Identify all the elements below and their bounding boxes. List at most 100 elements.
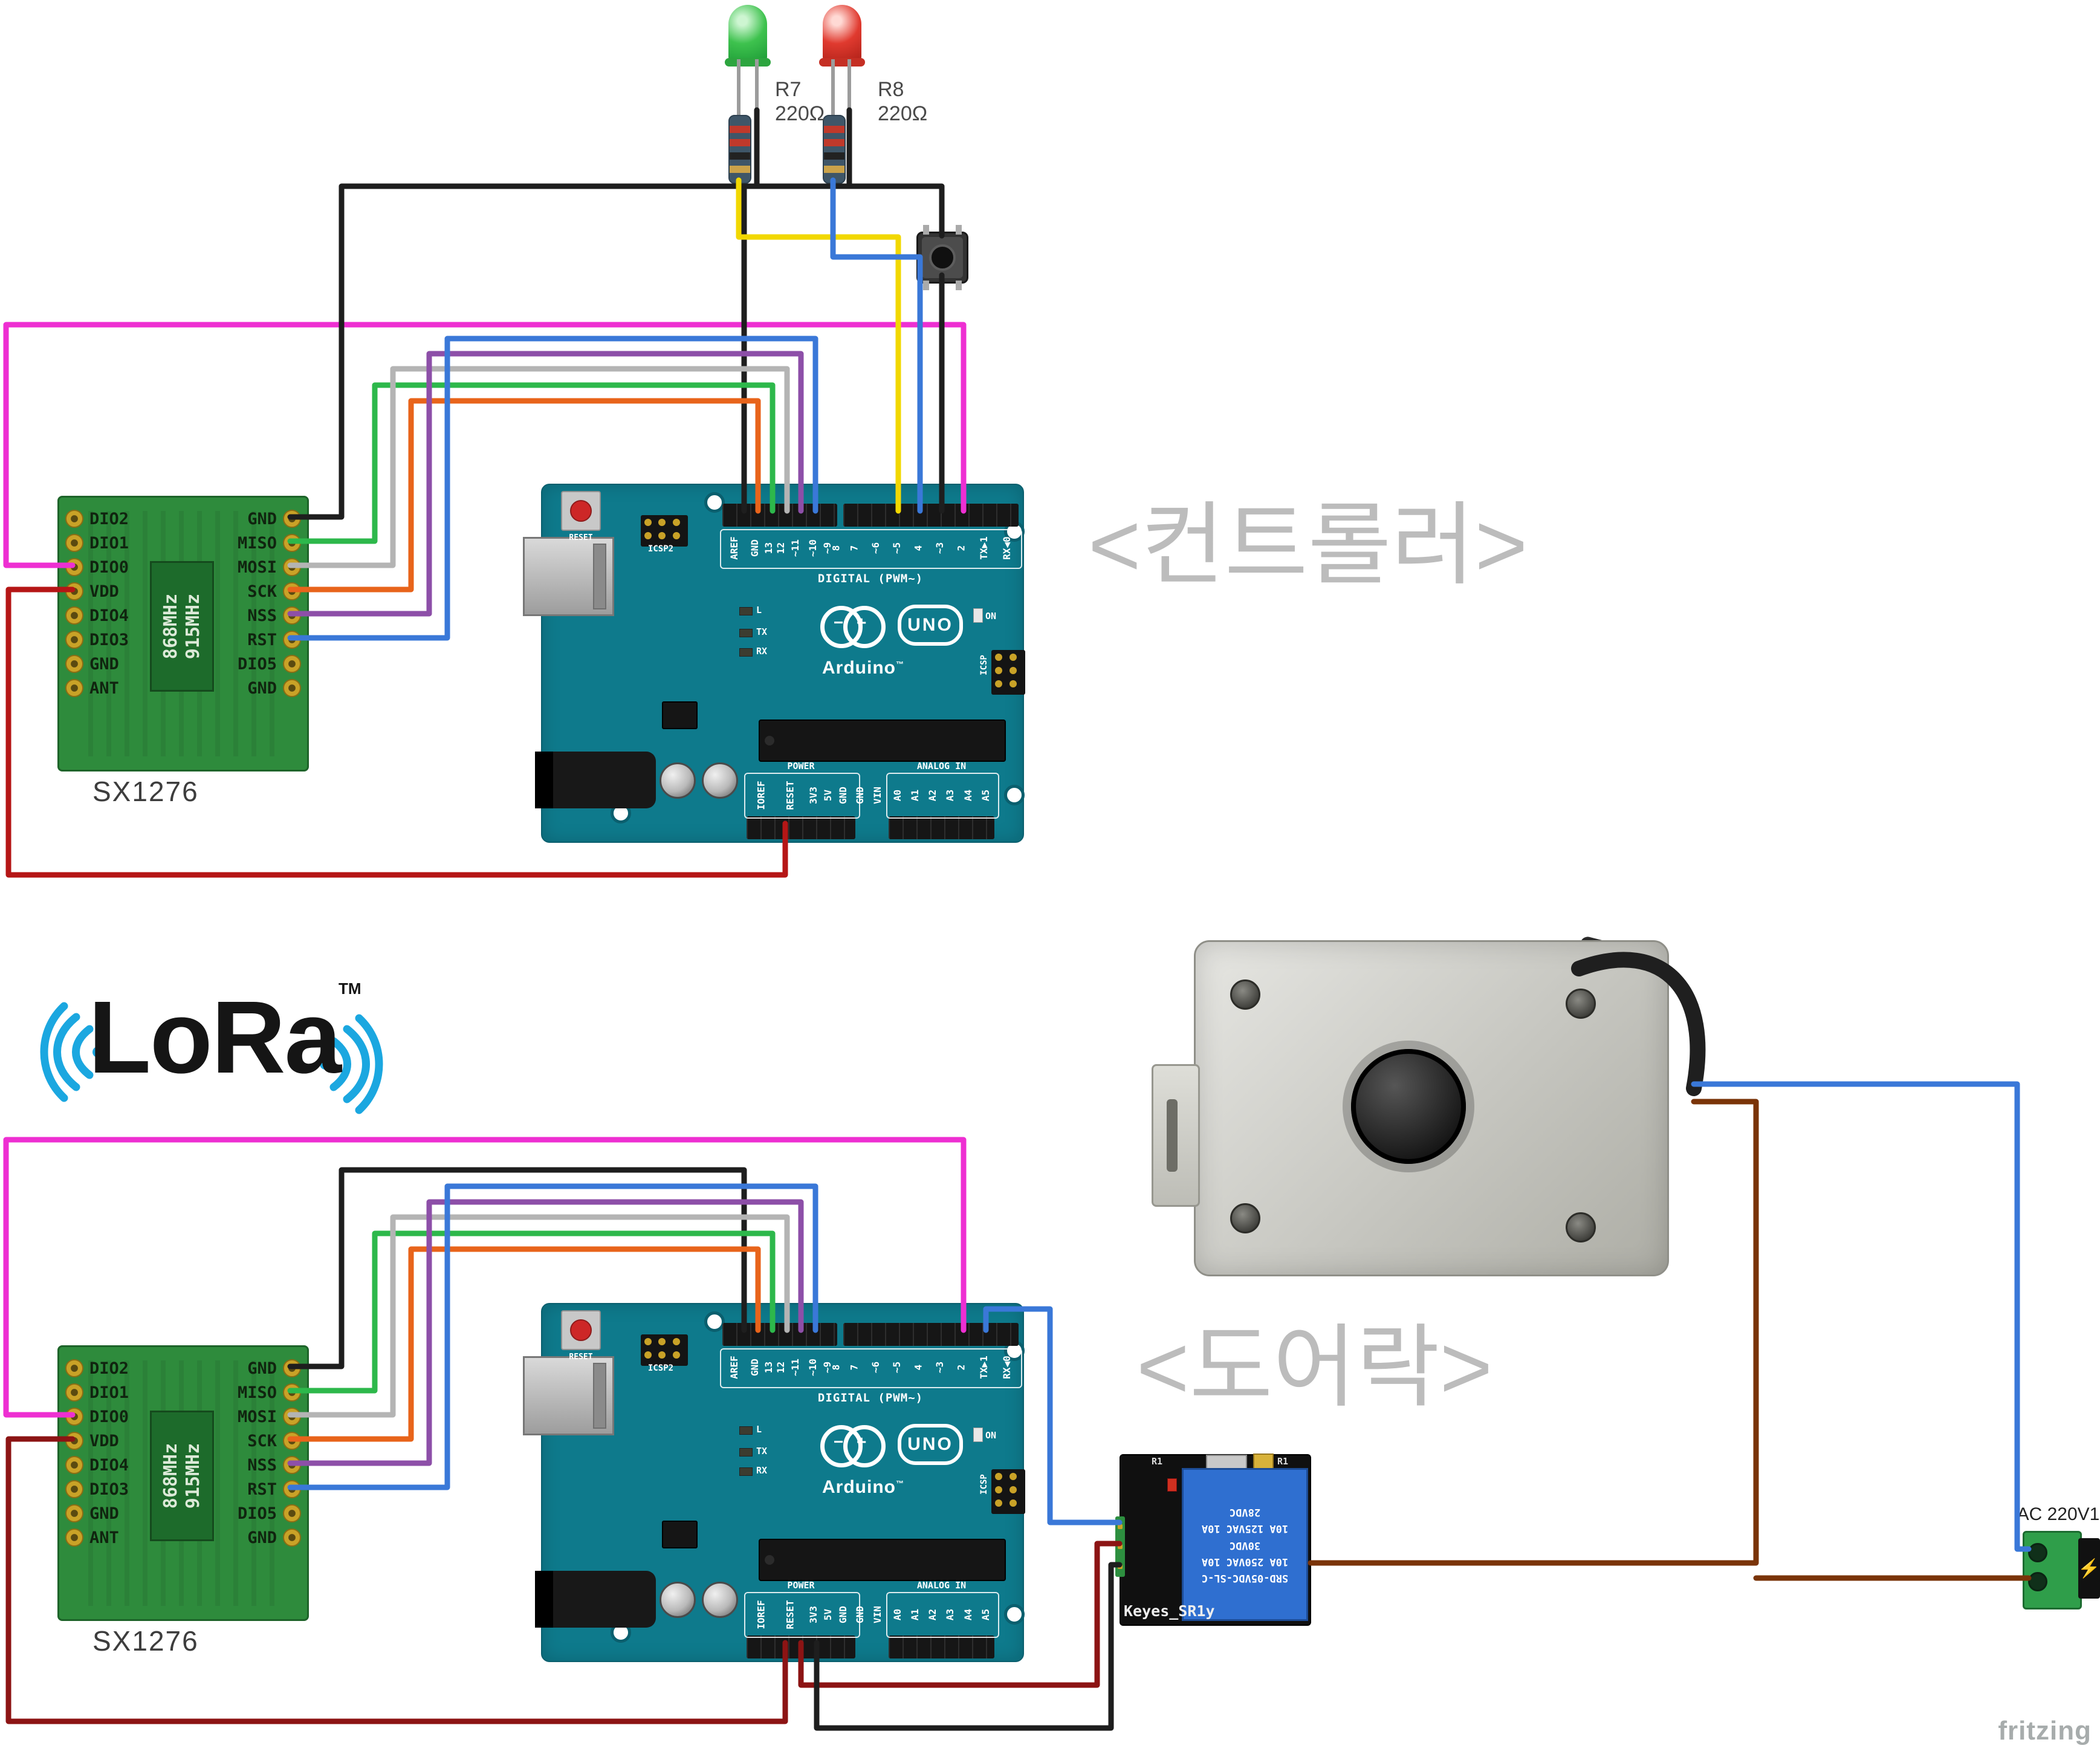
button-leg bbox=[923, 225, 929, 235]
arduino-brand: Arduino™ bbox=[822, 658, 904, 678]
atmega-chip bbox=[759, 719, 1006, 762]
header-pin bbox=[1009, 654, 1017, 661]
pin-pad bbox=[283, 558, 301, 576]
resistor-r7-value: 220Ω bbox=[775, 102, 825, 126]
analog-header bbox=[889, 816, 994, 839]
pin-label: RST bbox=[247, 1480, 277, 1499]
pin-label: ~3 bbox=[934, 1361, 946, 1373]
push-button bbox=[916, 225, 968, 290]
lightning-icon: ⚡ bbox=[2078, 1558, 2100, 1579]
power-caption: POWER bbox=[787, 1580, 815, 1591]
pin-label: AREF bbox=[728, 536, 740, 560]
pin-label: A2 bbox=[927, 789, 939, 801]
pin-label: A0 bbox=[892, 789, 904, 801]
sx1276-pin-row: DIO0 bbox=[65, 555, 129, 579]
sx1276-pin-row: SCK bbox=[238, 579, 301, 603]
pin-label: DIO2 bbox=[89, 1359, 129, 1378]
pin-pad bbox=[283, 1528, 301, 1547]
reset-button bbox=[561, 1310, 601, 1350]
pin-label: 4 bbox=[912, 545, 924, 551]
controller-section-title: <컨트롤러> bbox=[1088, 494, 1528, 596]
pin-label-cell: A4 bbox=[959, 775, 977, 815]
pin-label-cell: ~10 bbox=[804, 528, 822, 568]
pin-label: GND bbox=[837, 786, 849, 804]
pin-label-cell: 3V3 bbox=[805, 1594, 822, 1634]
pin-label-cell: TX▶1 bbox=[972, 528, 996, 568]
header-pin bbox=[644, 1338, 652, 1345]
pin-label: GND bbox=[247, 1359, 277, 1378]
header-pin bbox=[995, 667, 1002, 674]
led-lead bbox=[831, 59, 835, 115]
led-rx-indicator bbox=[739, 1467, 753, 1476]
screw bbox=[1566, 989, 1596, 1019]
led-lead bbox=[755, 59, 759, 112]
sx1276-left-pin-column: DIO2 DIO1 DIO0 VDD DIO4 DIO3 bbox=[65, 1356, 129, 1550]
pin-label-cell: TX▶1 bbox=[972, 1347, 996, 1387]
pin-label: DIO4 bbox=[89, 1455, 129, 1475]
header-pin bbox=[672, 532, 680, 539]
sx1276-module-controller: DIO2 DIO1 DIO0 VDD DIO4 DIO3 bbox=[57, 496, 309, 816]
ac-plug: ⚡ bbox=[2078, 1538, 2100, 1599]
power-header bbox=[747, 816, 855, 839]
pin-label: GND bbox=[89, 1504, 119, 1523]
green-led bbox=[725, 5, 771, 67]
ac-label: AC 220V1 bbox=[2017, 1504, 2100, 1524]
sx1276-pin-row: GND bbox=[238, 507, 301, 531]
header-pin bbox=[995, 1486, 1002, 1493]
pin-label: DIO1 bbox=[89, 1383, 129, 1402]
relay-r1-marking: R1 bbox=[1277, 1456, 1289, 1467]
capacitor bbox=[659, 1582, 696, 1618]
icsp2-label: ICSP2 bbox=[647, 544, 674, 554]
logo-minus: − bbox=[834, 1432, 844, 1451]
arduino-logo-icon bbox=[843, 606, 886, 648]
analog-header bbox=[889, 1635, 994, 1658]
pin-pad bbox=[283, 606, 301, 625]
pin-label: A1 bbox=[909, 1608, 921, 1620]
header-pin bbox=[1009, 1473, 1017, 1480]
pin-label-cell: A0 bbox=[889, 1594, 906, 1634]
sx1276-pin-row: SCK bbox=[238, 1429, 301, 1453]
header-pin bbox=[658, 519, 666, 526]
led-tx-label: TX bbox=[756, 626, 768, 637]
pin-label-cell: VIN bbox=[869, 1594, 886, 1634]
sx1276-pin-row: DIO4 bbox=[65, 603, 129, 628]
pin-label: 13 bbox=[763, 1361, 775, 1373]
pin-label-cell: VIN bbox=[869, 775, 886, 815]
pin-label-cell: 13 bbox=[763, 528, 775, 568]
capacitor bbox=[702, 762, 738, 799]
pin-label: MOSI bbox=[237, 557, 277, 577]
pin-label: 3V3 bbox=[808, 786, 820, 804]
red-led bbox=[819, 5, 865, 67]
pin-label: 12 bbox=[774, 1361, 786, 1373]
header-pin bbox=[1009, 1486, 1017, 1493]
pin-label: MISO bbox=[237, 533, 277, 553]
icsp-label: ICSP bbox=[979, 655, 989, 675]
led-lead bbox=[737, 59, 741, 115]
sx1276-pin-row: GND bbox=[65, 1501, 129, 1525]
pin-label-cell: A5 bbox=[977, 775, 994, 815]
relay-status-led bbox=[1167, 1478, 1177, 1492]
pin-label: VDD bbox=[89, 582, 119, 601]
pin-label: TX▶1 bbox=[977, 536, 990, 560]
header-pin bbox=[1009, 667, 1017, 674]
pin-label-cell: ~6 bbox=[864, 1347, 886, 1387]
resistor-band bbox=[730, 152, 750, 160]
pin-label: RST bbox=[247, 630, 277, 649]
pin-pad bbox=[65, 1383, 83, 1402]
wire-red-led-signal bbox=[830, 177, 923, 514]
mounting-hole bbox=[704, 492, 725, 513]
mounting-hole bbox=[1004, 1604, 1025, 1625]
pin-label: SCK bbox=[247, 1431, 277, 1450]
sx1276-pin-row: DIO1 bbox=[65, 1380, 129, 1405]
wire-gnd-rail-controller bbox=[287, 183, 945, 520]
pin-pad bbox=[283, 655, 301, 673]
pin-label-cell: A1 bbox=[906, 775, 924, 815]
pin-label: ~10 bbox=[806, 1358, 818, 1376]
pin-pad bbox=[283, 1432, 301, 1450]
icsp2-header bbox=[641, 515, 688, 547]
